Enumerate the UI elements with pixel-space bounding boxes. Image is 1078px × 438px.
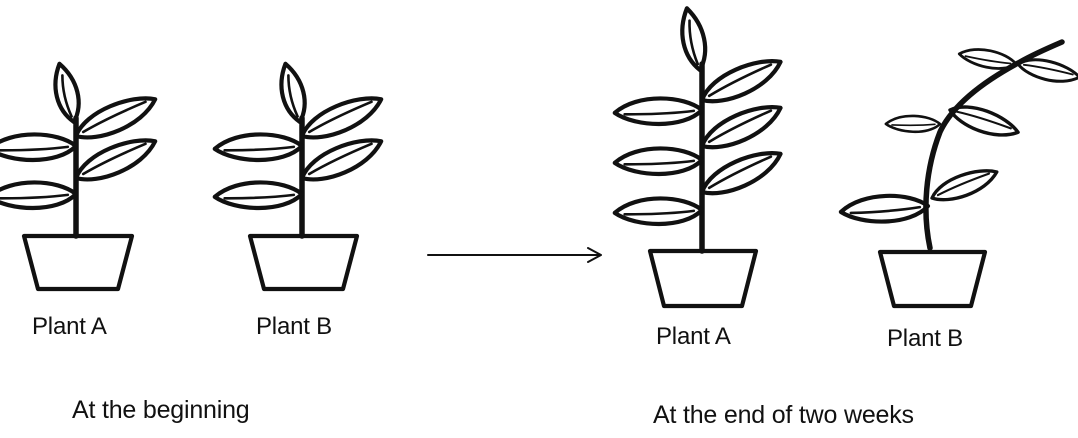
bud-leaf xyxy=(49,61,84,124)
leaf xyxy=(297,136,387,185)
leaf xyxy=(297,94,387,143)
leaf xyxy=(883,109,943,139)
plant-b-label-end: Plant B xyxy=(887,325,963,352)
plant-a-label-beginning: Plant A xyxy=(32,313,107,340)
pot xyxy=(877,249,988,309)
caption-end: At the end of two weeks xyxy=(653,401,914,429)
pot xyxy=(21,233,135,292)
leaf xyxy=(0,127,77,166)
pot xyxy=(247,233,360,292)
leaf xyxy=(614,91,703,130)
leaf xyxy=(0,175,77,214)
bud-leaf xyxy=(677,6,711,72)
leaf xyxy=(696,56,786,106)
stem xyxy=(923,39,1065,251)
plant-a-label-end: Plant A xyxy=(656,323,731,350)
plant-b-label-beginning: Plant B xyxy=(256,313,332,340)
leaf xyxy=(696,148,786,198)
leaf xyxy=(926,165,1003,205)
leaf xyxy=(214,127,303,166)
leaf xyxy=(214,175,303,214)
leaf xyxy=(696,102,786,152)
leaf xyxy=(71,94,161,143)
arrow xyxy=(427,247,602,263)
leaf xyxy=(840,190,928,226)
leaf xyxy=(614,191,703,230)
plant-b-end xyxy=(840,39,1078,309)
caption-beginning: At the beginning xyxy=(72,396,250,424)
plant-b-beginning xyxy=(214,61,387,292)
bud-leaf xyxy=(275,61,310,124)
pot xyxy=(647,248,759,309)
leaf xyxy=(71,136,161,185)
leaf xyxy=(614,141,703,180)
plant-a-end xyxy=(614,6,787,309)
plant-a-beginning xyxy=(0,61,161,292)
